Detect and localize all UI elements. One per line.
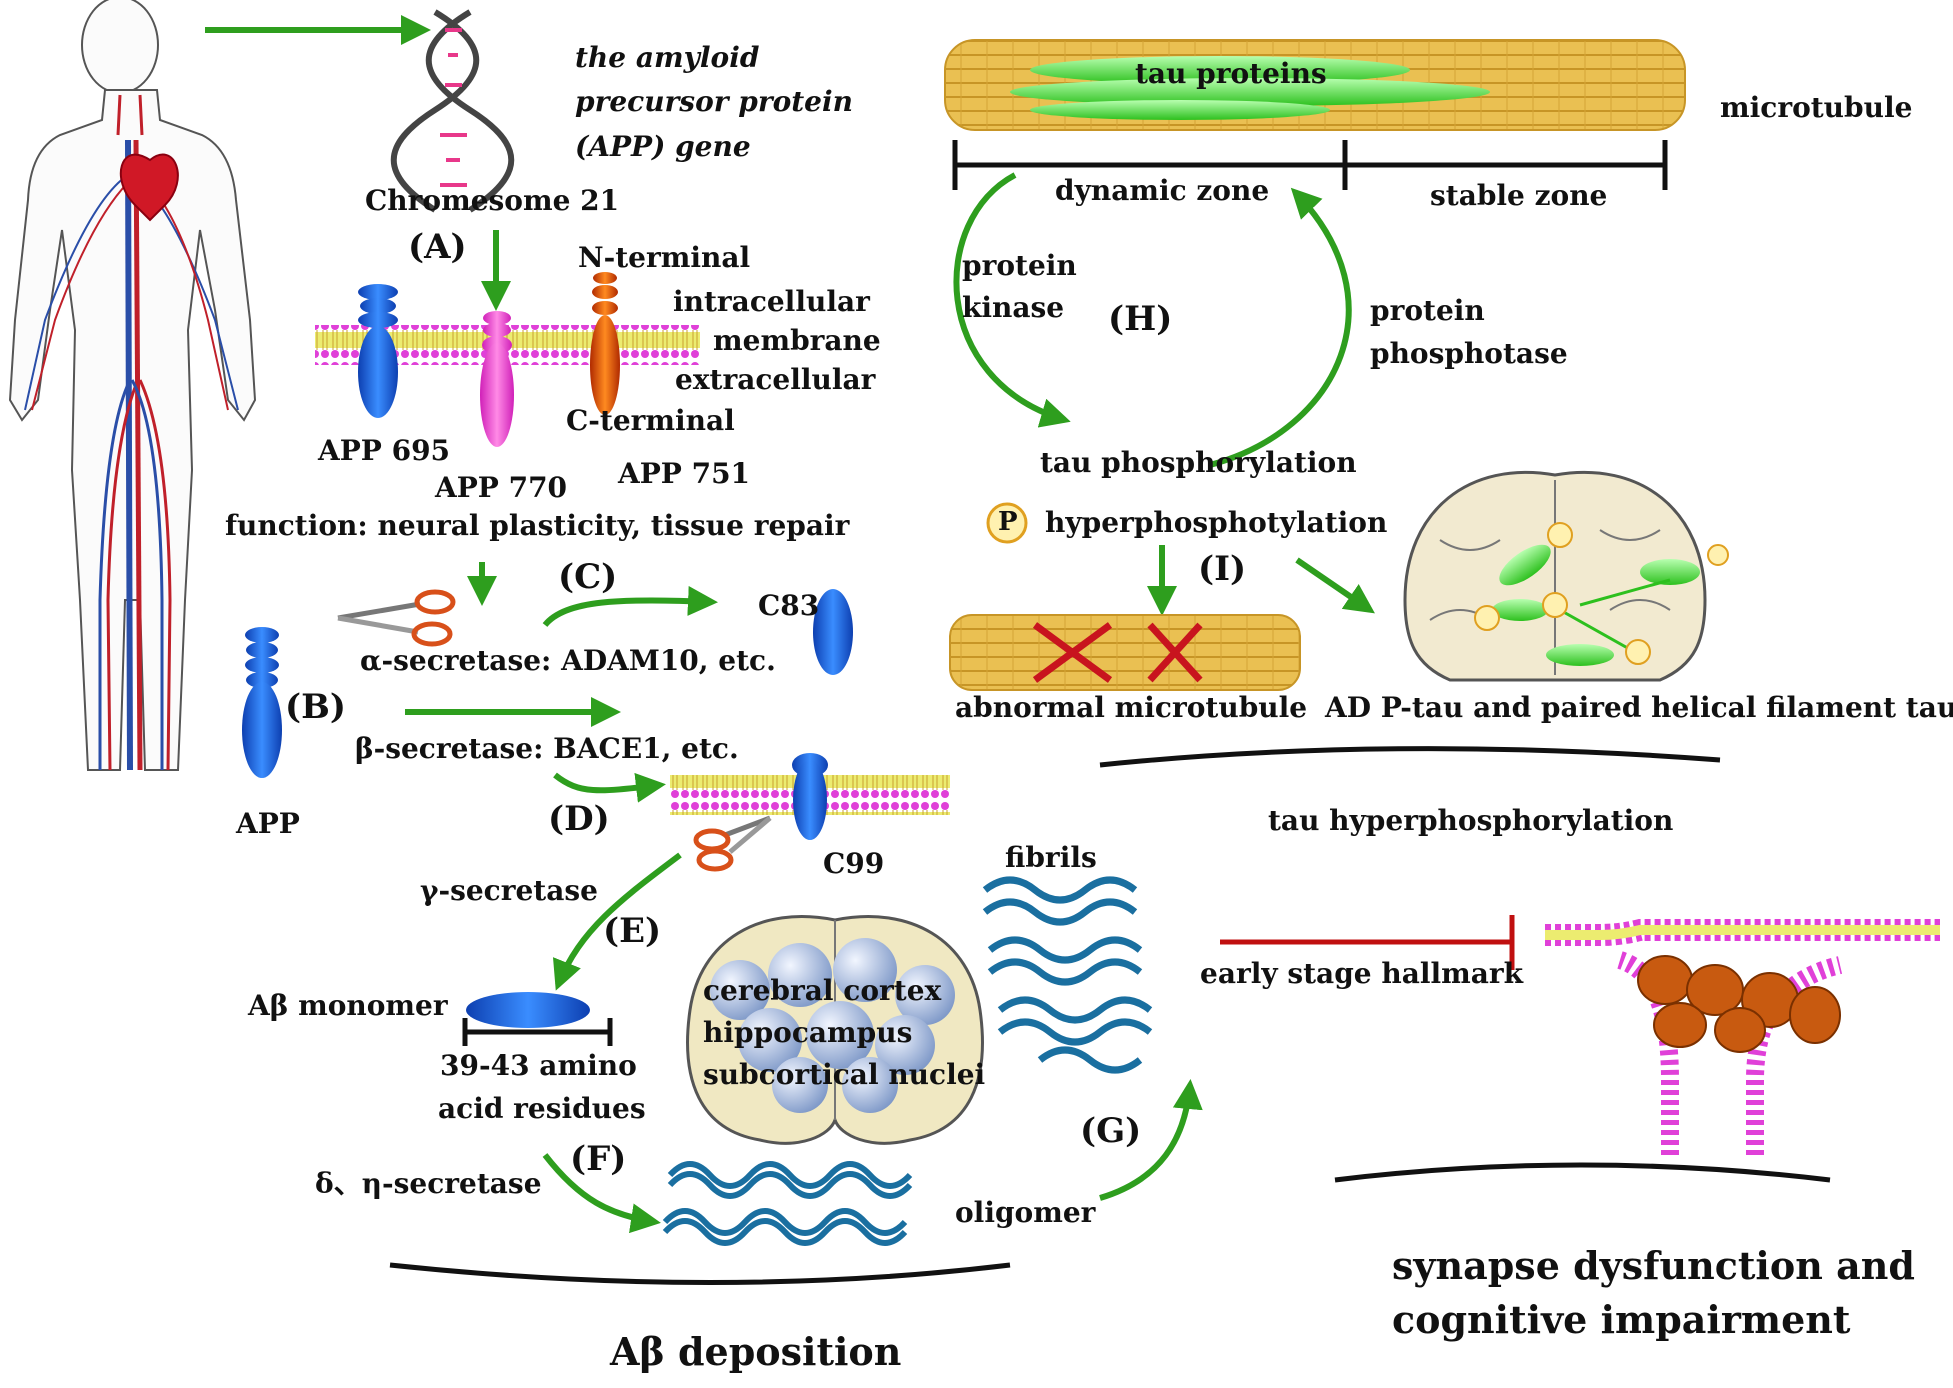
- monomer-length-bracket: [462, 1018, 613, 1046]
- app770-protein: [480, 311, 514, 447]
- synapse-icon: [1545, 919, 1940, 1155]
- phosphate-symbol: P: [998, 507, 1018, 537]
- abeta-deposition-label: Aβ deposition: [610, 1329, 902, 1374]
- region-cortex-label: cerebral cortex: [703, 974, 942, 1007]
- phosphate-icon: [986, 502, 1028, 544]
- app695-label: APP 695: [318, 434, 451, 467]
- hyperphosphorylation-label: hyperphosphotylation: [1045, 506, 1388, 539]
- app751-label: APP 751: [618, 457, 751, 490]
- fibrils-strands: [982, 876, 1153, 1074]
- tau-bracket: [1099, 746, 1721, 768]
- chromosome-label: Chromesome 21: [365, 184, 620, 217]
- human-body-figure: [8, 0, 257, 771]
- tau-hyperphosphorylation-label: tau hyperphosphorylation: [1268, 804, 1674, 837]
- monomer-label: Aβ monomer: [248, 989, 448, 1022]
- brain-abeta-icon: [686, 915, 984, 1145]
- intracellular-label: intracellular: [673, 285, 870, 318]
- c-terminal-label: C-terminal: [566, 404, 735, 437]
- n-terminal-label: N-terminal: [578, 241, 751, 274]
- top-microtubule: [944, 39, 1686, 131]
- gene-label-line3: (APP) gene: [575, 130, 751, 163]
- kinase-label-line2: kinase: [962, 291, 1065, 324]
- step-h-label: (H): [1108, 299, 1173, 339]
- app770-label: APP 770: [435, 471, 568, 504]
- kinase-label-line1: protein: [962, 249, 1077, 282]
- residues-label-line1: 39-43 amino: [440, 1049, 637, 1082]
- abnormal-microtubule: [949, 614, 1301, 691]
- beta-secretase-label: β-secretase: BACE1, etc.: [355, 732, 739, 765]
- region-hippocampus-label: hippocampus: [703, 1016, 913, 1049]
- scissors-gamma-icon: [693, 815, 772, 872]
- delta-secretase-label: δ、η-secretase: [315, 1167, 542, 1200]
- c83-fragment: [813, 589, 853, 675]
- tau-phosphorylation-label: tau phosphorylation: [1040, 446, 1357, 479]
- oligomer-label: oligomer: [955, 1196, 1096, 1229]
- step-e-label: (E): [603, 911, 662, 951]
- gene-label-line1: the amyloid: [575, 41, 760, 74]
- region-subcortical-label: subcortical nuclei: [703, 1058, 986, 1091]
- c99-label: C99: [823, 847, 885, 880]
- fibrils-label: fibrils: [1005, 841, 1097, 874]
- phosphatase-label-line2: phosphotase: [1370, 337, 1568, 370]
- stable-zone-label: stable zone: [1430, 179, 1608, 212]
- c83-label: C83: [758, 589, 820, 622]
- abeta-monomer: [466, 992, 590, 1028]
- inhibition-line: [1220, 915, 1515, 970]
- function-label: function: neural plasticity, tissue repa…: [225, 509, 850, 542]
- phosphatase-label-line1: protein: [1370, 294, 1485, 327]
- synapse-bracket: [1334, 1162, 1831, 1183]
- dynamic-zone-label: dynamic zone: [1055, 174, 1270, 207]
- membrane-label: membrane: [713, 324, 881, 357]
- ad-ptau-label: AD P-tau and paired helical filament tau: [1325, 691, 1953, 724]
- step-c-label: (C): [558, 557, 618, 597]
- abnormal-microtubule-label: abnormal microtubule: [955, 691, 1308, 724]
- brain-ptau-icon: [1403, 470, 1729, 682]
- residues-label-line2: acid residues: [438, 1092, 646, 1125]
- step-g-label: (G): [1080, 1111, 1142, 1151]
- app695-protein: [358, 284, 398, 418]
- gene-label-line2: precursor protein: [575, 85, 853, 118]
- gamma-secretase-label: γ-secretase: [420, 874, 598, 907]
- early-stage-label: early stage hallmark: [1200, 957, 1524, 990]
- dna-helix-icon: [390, 9, 515, 213]
- app-protein: [242, 627, 282, 778]
- outcome-label-line1: synapse dysfunction and: [1392, 1243, 1915, 1288]
- scissors-alpha-icon: [337, 589, 456, 647]
- step-b-label: (B): [285, 687, 346, 727]
- step-d-label: (D): [548, 799, 610, 839]
- alpha-secretase-label: α-secretase: ADAM10, etc.: [360, 644, 776, 677]
- outcome-label-line2: cognitive impairment: [1392, 1297, 1851, 1342]
- step-f-label: (F): [570, 1139, 627, 1179]
- extracellular-label: extracellular: [675, 363, 876, 396]
- microtubule-label: microtubule: [1720, 91, 1913, 124]
- step-i-label: (I): [1198, 549, 1247, 589]
- abeta-bracket: [389, 1262, 1011, 1285]
- app-label: APP: [236, 807, 300, 840]
- tau-proteins-label: tau proteins: [1135, 57, 1327, 90]
- oligomer-strands: [662, 1161, 913, 1246]
- app751-protein: [590, 272, 620, 415]
- c99-fragment: [792, 753, 828, 840]
- step-a-label: (A): [408, 227, 467, 267]
- zone-scale: [952, 140, 1668, 190]
